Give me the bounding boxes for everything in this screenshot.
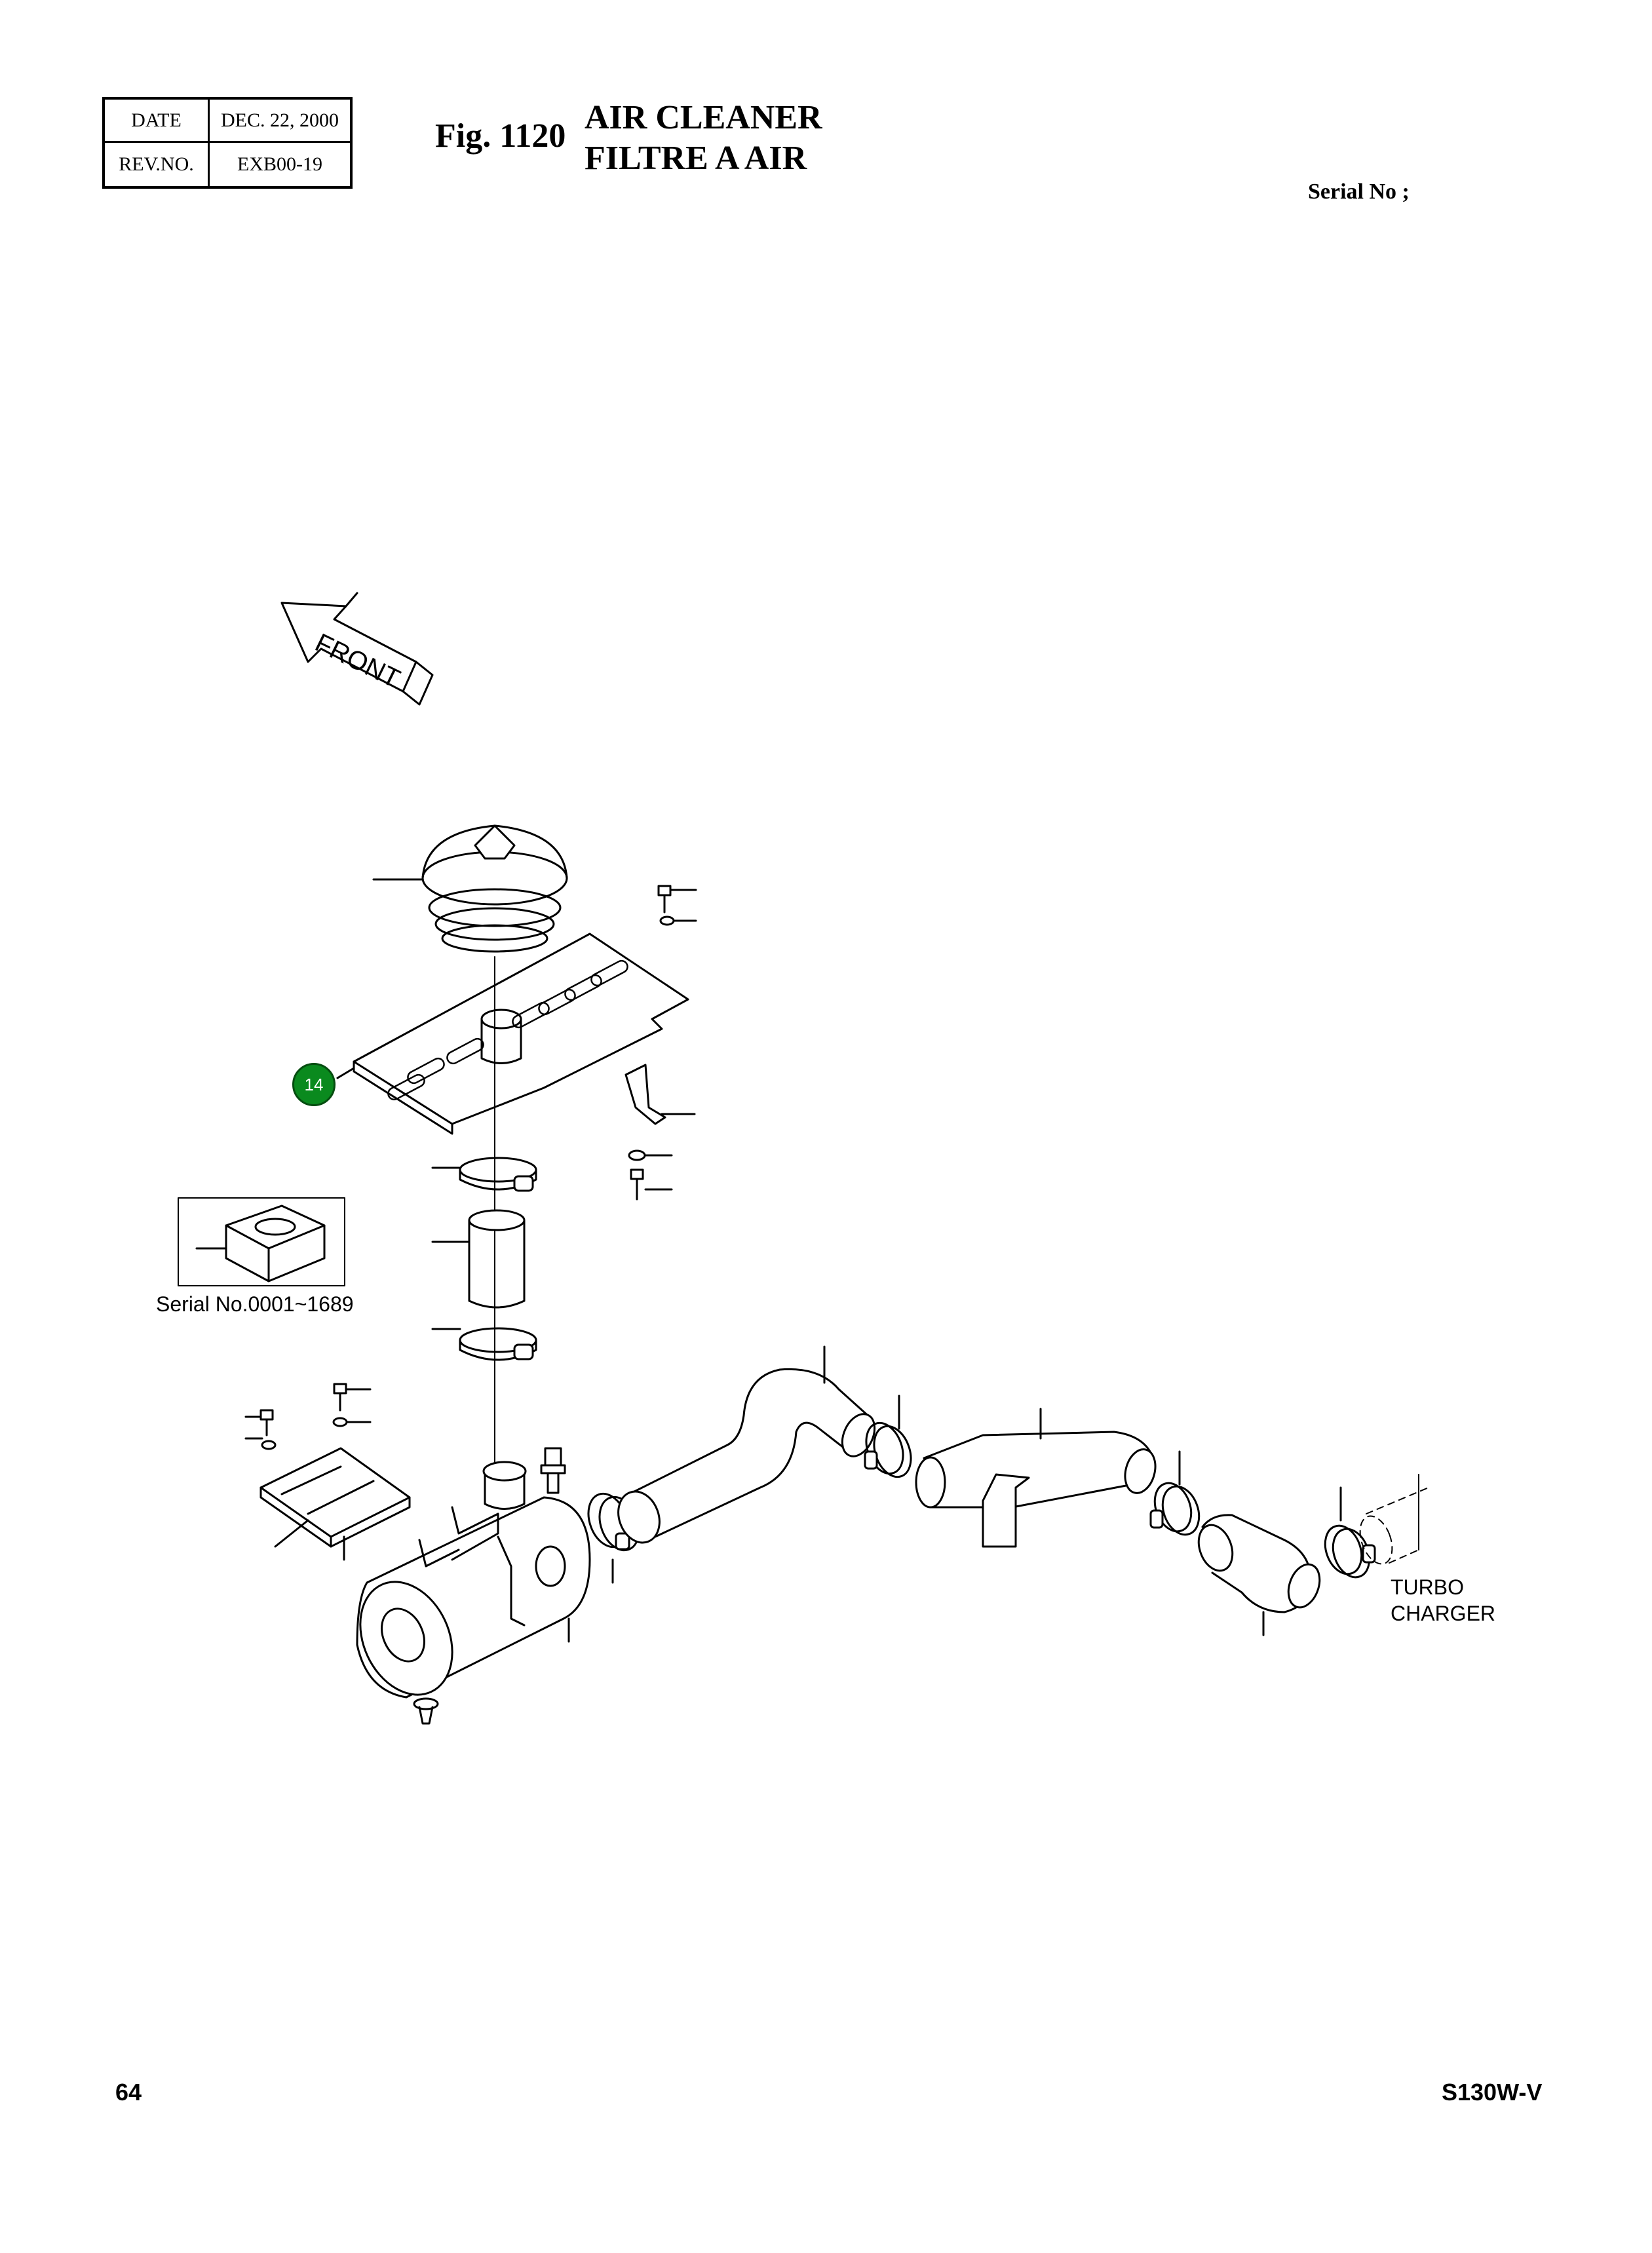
- intake-sleeve: [431, 1209, 526, 1309]
- callout-badge: 14: [292, 1063, 336, 1106]
- turbo-label-line1: TURBO: [1391, 1575, 1464, 1599]
- page-number: 64: [115, 2079, 142, 2106]
- hose-clamp-housing: [587, 1492, 640, 1584]
- title-english: AIR CLEANER: [585, 99, 822, 136]
- turbocharger-label: TURBO CHARGER: [1391, 1574, 1495, 1627]
- date-value: DEC. 22, 2000: [221, 109, 339, 131]
- front-arrow-icon: FRONT: [280, 592, 434, 706]
- hose-clamp-lower: [431, 1327, 537, 1361]
- model-code: S130W-V: [1442, 2079, 1543, 2106]
- hose-clamp-upper: [431, 1157, 537, 1192]
- figure-number: Fig. 1120: [435, 117, 566, 155]
- bolt-washer-set-upper: [624, 885, 697, 1201]
- date-row: DATE DEC. 22, 2000: [105, 100, 350, 143]
- air-cleaner-housing: [356, 1461, 591, 1725]
- inset-foam-pad: [178, 1197, 345, 1286]
- revision-table: DATE DEC. 22, 2000 REV.NO. EXB00-19: [102, 97, 353, 189]
- intake-hose-1: [617, 1345, 876, 1544]
- turbo-label-line2: CHARGER: [1391, 1602, 1496, 1625]
- rev-label: REV.NO.: [105, 143, 210, 186]
- hose-clamp-mid-1: [864, 1395, 912, 1478]
- serial-label: Serial No ;: [1308, 180, 1410, 204]
- elbow-hose: [1197, 1514, 1321, 1636]
- hose-clamp-mid-2: [1149, 1450, 1201, 1536]
- inset-serial-range: Serial No.0001~1689: [156, 1292, 354, 1316]
- title-french: FILTRE A AIR: [585, 140, 807, 177]
- turbocharger-inlet: [1359, 1487, 1429, 1565]
- lower-bracket: [244, 1383, 411, 1561]
- mounting-plate: [336, 933, 689, 1135]
- rev-row: REV.NO. EXB00-19: [105, 143, 350, 186]
- intake-pipe-2: [915, 1408, 1157, 1548]
- hose-clamp-turbo: [1324, 1486, 1376, 1579]
- date-label: DATE: [105, 100, 210, 141]
- pre-cleaner-cap: [372, 824, 568, 953]
- rev-value: EXB00-19: [237, 153, 322, 175]
- restriction-indicator: [540, 1447, 566, 1494]
